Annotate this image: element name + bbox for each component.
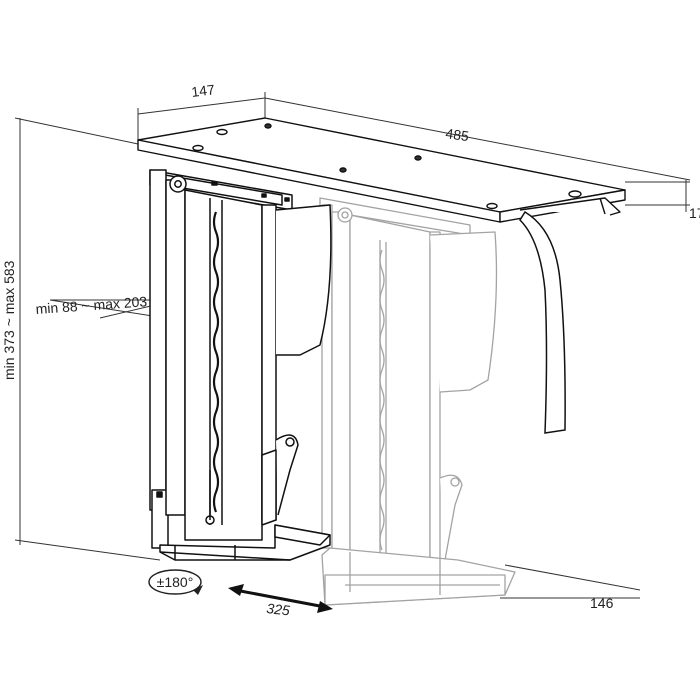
cable-strap <box>519 210 566 434</box>
dimension-depth-right: 17 <box>689 205 700 221</box>
dimension-base-depth: 146 <box>590 595 614 611</box>
dimension-height-range: min 373 ~ max 583 <box>1 260 17 380</box>
dimension-width-top: 147 <box>190 81 215 100</box>
dimension-slide: 325 <box>266 600 291 618</box>
top-mounting-plate <box>137 117 626 223</box>
dimension-width-range: min 88 ~ max 203 <box>35 293 148 317</box>
rotation-symbol: ±180° <box>148 569 203 595</box>
slid-position-holder <box>319 197 516 606</box>
main-holder <box>149 169 332 561</box>
rotation-label: ±180° <box>157 574 194 590</box>
dimension-length: 485 <box>445 125 471 144</box>
slide-arrow <box>228 584 333 613</box>
